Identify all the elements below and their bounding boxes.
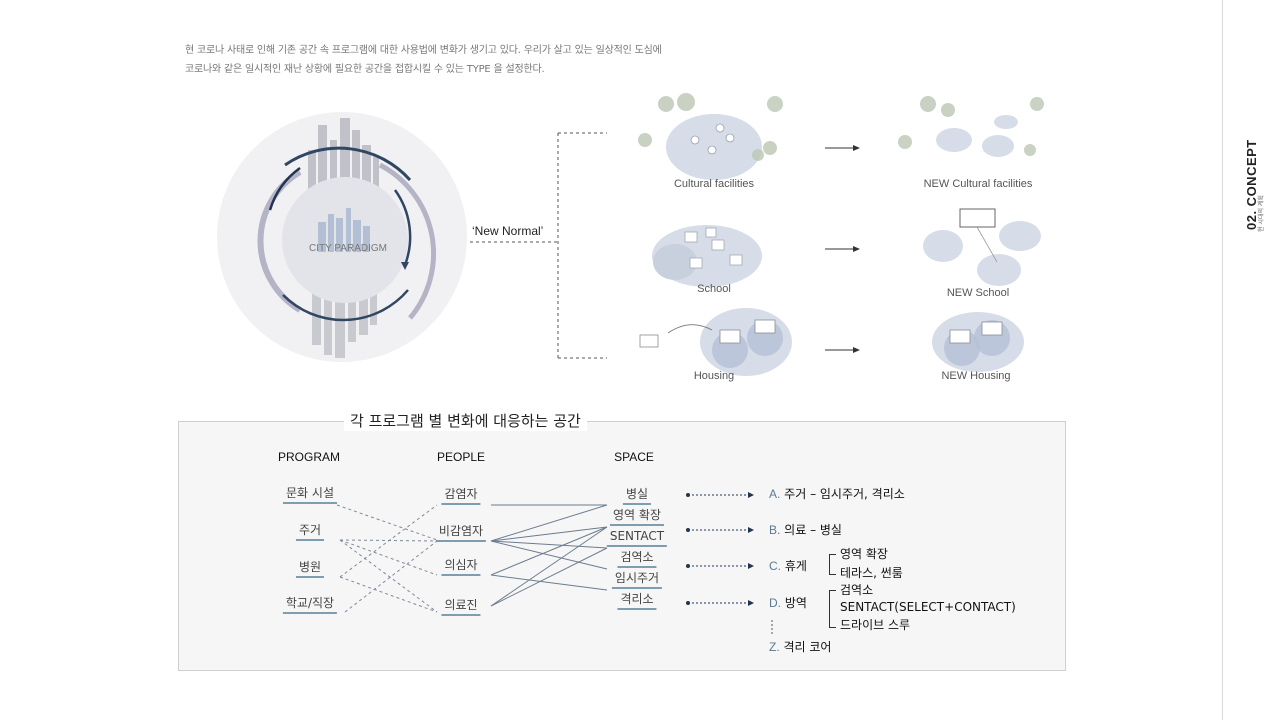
people-item: 의료진 — [441, 597, 481, 616]
dashed-connector — [470, 132, 607, 359]
arrow-head-icon — [748, 600, 754, 606]
dot-icon — [686, 601, 690, 605]
arrow-head-icon — [748, 492, 754, 498]
inner-skyline-image — [318, 208, 370, 252]
cultural-facilities-label: Cultural facilities — [673, 178, 755, 190]
flow-arrow — [825, 147, 853, 351]
column-header-space: SPACE — [614, 450, 654, 464]
program-item: 학교/직장 — [282, 595, 338, 614]
space-item: 격리소 — [617, 591, 657, 610]
column-header-program: PROGRAM — [277, 450, 341, 464]
bracket — [829, 590, 836, 628]
result-letter: C. — [769, 559, 781, 573]
intro-line-1: 현 코로나 사태로 인해 기존 공간 속 프로그램에 대한 사용법에 변화가 생… — [185, 45, 662, 56]
space-item: 병실 — [622, 486, 652, 505]
space-item: 영역 확장 — [610, 507, 664, 526]
result-sub: 테라스, 썬룸 — [840, 566, 903, 580]
arrow-head-icon — [853, 246, 860, 252]
new-school-label: NEW School — [946, 287, 1010, 299]
program-item: 주거 — [295, 522, 325, 541]
space-item: 임시주거 — [611, 570, 663, 589]
program-item: 병원 — [295, 559, 325, 578]
section-subtitle: 현 시대의 계획 — [1258, 195, 1265, 232]
result-b: B. 의료 – 병실 — [769, 522, 842, 538]
result-text: 휴게 — [784, 559, 807, 573]
people-item: 감염자 — [441, 486, 481, 505]
new-housing-illustration — [932, 312, 1024, 372]
result-d: D. 방역 — [769, 595, 807, 611]
sidebar — [1222, 0, 1280, 720]
cultural-facilities-illustration — [638, 93, 783, 180]
new-housing-label: NEW Housing — [941, 370, 1011, 382]
intro-line-2: 코로나와 같은 일시적인 재난 상황에 필요한 공간을 접합시킬 수 있는 TY… — [185, 64, 545, 75]
people-item: 비감염자 — [435, 523, 487, 542]
space-item: 검역소 — [617, 549, 657, 568]
result-sub: SENTACT(SELECT+CONTACT) — [840, 600, 1016, 614]
column-header-people: PEOPLE — [436, 450, 486, 464]
housing-illustration — [639, 308, 792, 376]
bracket — [829, 554, 836, 575]
arrow-head-icon — [853, 145, 860, 151]
result-sub: 검역소 — [840, 583, 874, 597]
result-text: 방역 — [784, 596, 807, 610]
school-label: School — [697, 283, 731, 295]
dot-icon — [686, 528, 690, 532]
new-cultural-facilities-illustration — [898, 96, 1044, 157]
program-item: 문화 시설 — [283, 485, 337, 504]
new-normal-label: ‘New Normal’ — [472, 224, 544, 238]
result-a: A. 주거 – 임시주거, 격리소 — [769, 486, 905, 502]
result-letter: D. — [769, 596, 781, 610]
skyline-top-image — [308, 118, 379, 198]
result-sub: 드라이브 스루 — [840, 618, 911, 632]
school-illustration — [652, 225, 762, 287]
result-z: Z. 격리 코어 — [769, 639, 831, 655]
result-sub: 영역 확장 — [840, 547, 888, 561]
skyline-bottom-image — [312, 278, 377, 358]
result-text: 의료 – 병실 — [784, 523, 842, 537]
result-letter: A. — [769, 487, 781, 501]
concept-diagram — [217, 93, 1044, 376]
mapping-lines — [336, 492, 773, 636]
housing-label: Housing — [693, 370, 735, 382]
people-item: 의심자 — [441, 557, 481, 576]
result-text: 주거 – 임시주거, 격리소 — [784, 487, 905, 501]
city-paradigm-label: CITY PARADIGM — [309, 243, 387, 254]
dot-icon — [686, 564, 690, 568]
arrow-head-icon — [748, 563, 754, 569]
result-c: C. 휴게 — [769, 558, 807, 574]
space-item: SENTACT — [606, 528, 668, 547]
new-cultural-facilities-label: NEW Cultural facilities — [923, 178, 1033, 190]
result-letter: Z. — [769, 640, 780, 654]
result-letter: B. — [769, 523, 781, 537]
arrow-head-icon — [748, 527, 754, 533]
dot-icon — [686, 493, 690, 497]
panel-title: 각 프로그램 별 변화에 대응하는 공간 — [344, 410, 587, 431]
new-school-illustration — [923, 208, 1041, 286]
arrow-head-icon — [853, 347, 860, 353]
result-text: 격리 코어 — [783, 640, 832, 654]
city-paradigm-globe — [217, 112, 467, 362]
